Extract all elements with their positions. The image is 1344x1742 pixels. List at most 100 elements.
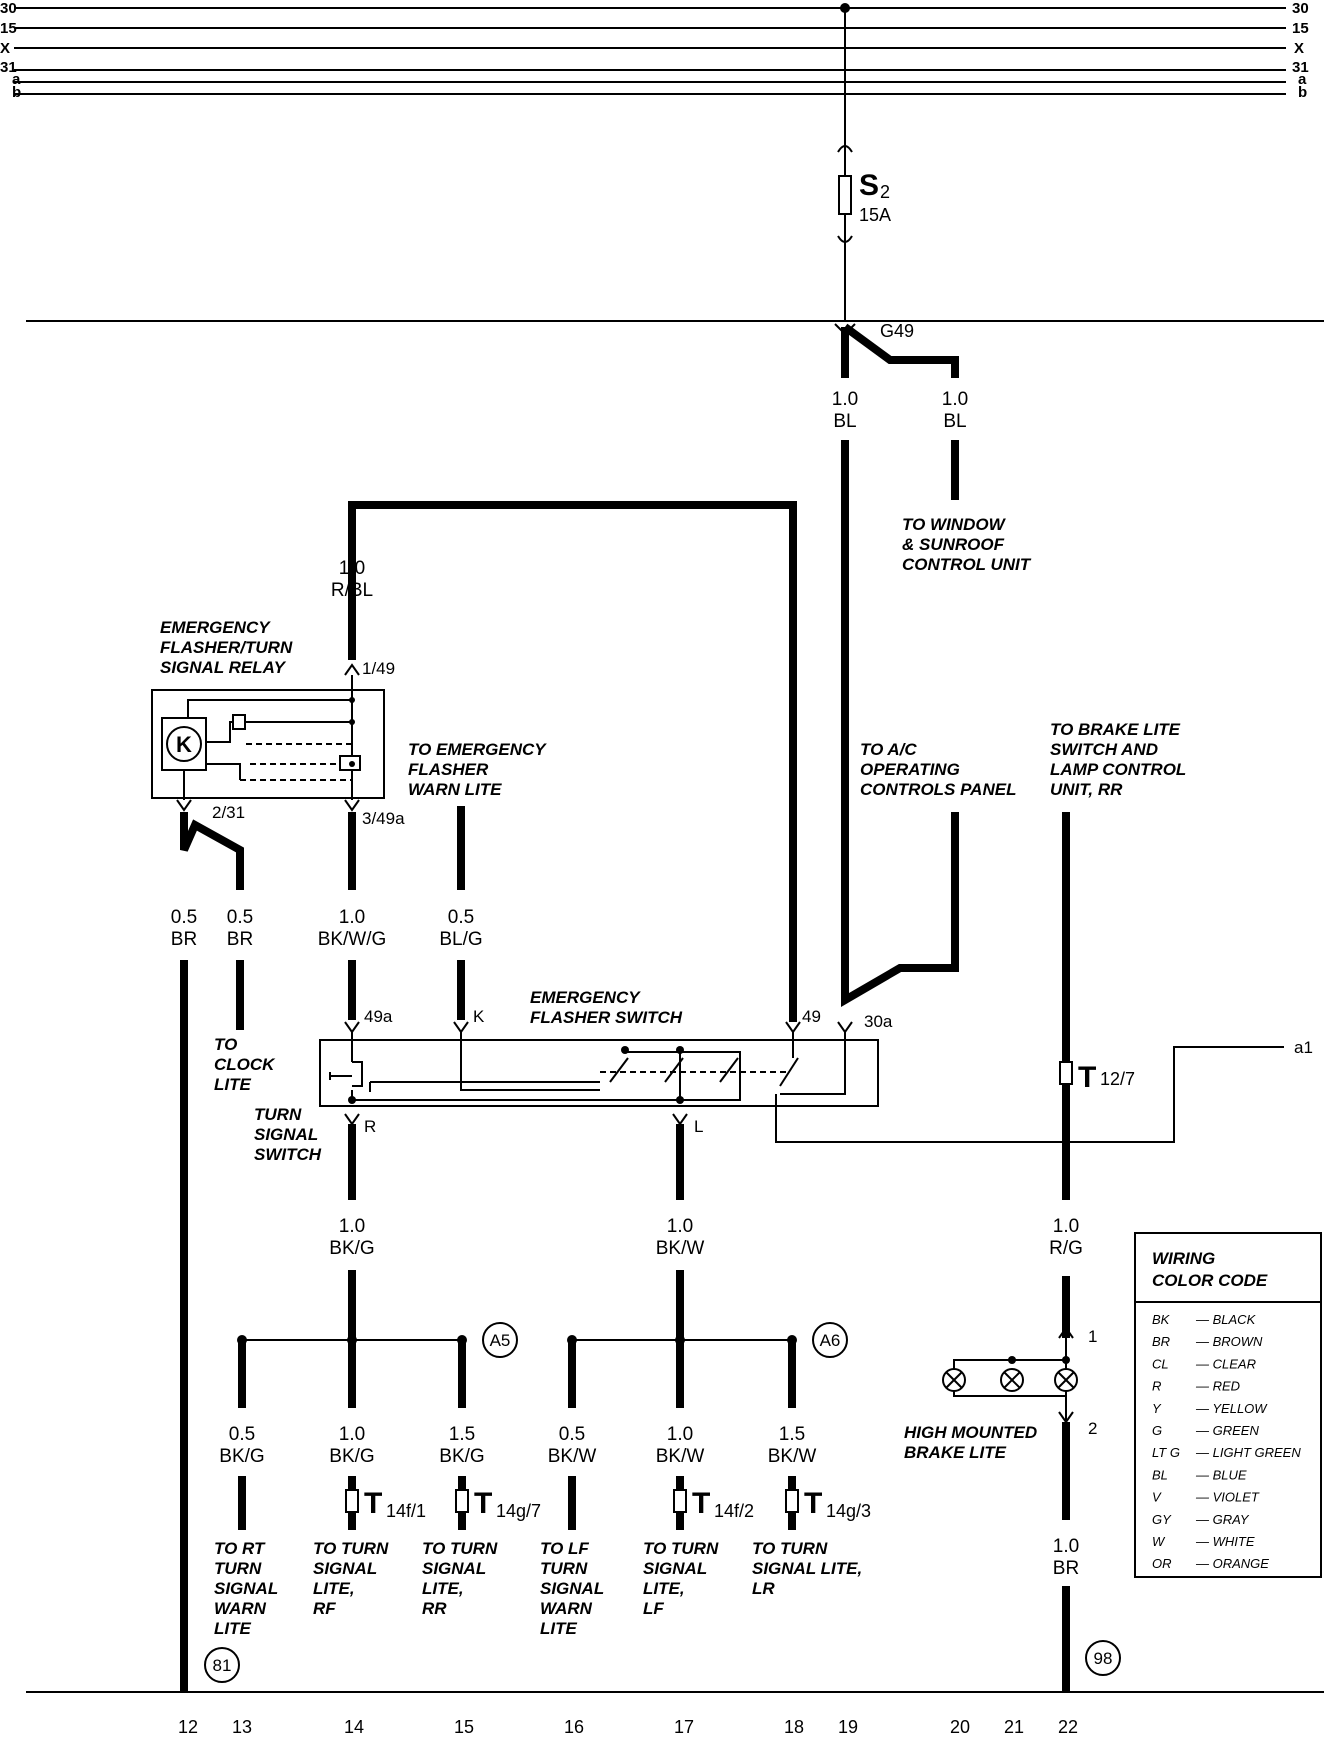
connector-label: T — [1078, 1061, 1096, 1094]
connector-label: 14f/1 — [386, 1501, 426, 1521]
wire-color: BK/W — [656, 1446, 705, 1467]
bus-label: a — [12, 71, 21, 88]
wire-size: 1.5 — [449, 1424, 475, 1445]
wire-size: 0.5 — [448, 907, 474, 928]
svg-text:LF: LF — [643, 1599, 664, 1618]
connector-label: 14f/2 — [714, 1501, 754, 1521]
ref-81 — [204, 1647, 240, 1683]
svg-text:FLASHER: FLASHER — [408, 760, 489, 779]
pin-arrow — [1058, 1326, 1074, 1339]
connector-t14g-7 — [455, 1489, 469, 1513]
svg-text:BRAKE LITE: BRAKE LITE — [904, 1443, 1007, 1462]
svg-text:CONTROLS PANEL: CONTROLS PANEL — [860, 780, 1016, 799]
bus-label: 15 — [1292, 20, 1309, 37]
wire-color: BK/W/G — [318, 929, 387, 950]
wire-color: BK/G — [219, 1446, 264, 1467]
wire-color: BL — [943, 411, 966, 432]
svg-text:TO TURN: TO TURN — [422, 1539, 498, 1558]
legend-code: V — [1152, 1490, 1162, 1505]
note-ac: TO A/C OPERATING CONTROLS PANEL — [860, 740, 1016, 799]
fuse-connector-bottom — [837, 235, 853, 243]
note-rt-warn: TO RT TURN SIGNAL WARN LITE — [214, 1539, 278, 1638]
wire-size: 0.5 — [227, 907, 253, 928]
legend-color-name: — GRAY — [1195, 1512, 1250, 1527]
svg-text:SIGNAL LITE,: SIGNAL LITE, — [752, 1559, 862, 1578]
svg-text:SIGNAL: SIGNAL — [643, 1559, 707, 1578]
pin-label: L — [694, 1117, 703, 1136]
svg-text:LAMP CONTROL: LAMP CONTROL — [1050, 760, 1186, 779]
legend-code: G — [1152, 1423, 1162, 1438]
bus-label: 31 — [0, 59, 17, 76]
bus-label: b — [12, 84, 21, 101]
svg-text:19: 19 — [838, 1717, 858, 1737]
pin-arrow — [344, 663, 360, 676]
legend-color-name: — BLACK — [1195, 1312, 1257, 1327]
bus-label: X — [0, 40, 10, 57]
bus-label: a — [1298, 71, 1307, 88]
ref-label: A6 — [820, 1331, 841, 1350]
wire-size: 1.0 — [667, 1216, 693, 1237]
connector-label: 12/7 — [1100, 1069, 1135, 1089]
column-numbers: 12 13 14 15 16 17 18 19 20 21 22 — [178, 1717, 1078, 1737]
pin-label: R — [364, 1117, 376, 1136]
svg-text:LITE,: LITE, — [313, 1579, 355, 1598]
connector-label: T — [364, 1487, 382, 1520]
pin-arrow — [785, 1021, 801, 1034]
svg-text:TO: TO — [214, 1035, 237, 1054]
wire-color: BK/G — [329, 1238, 374, 1259]
wire-color: R/BL — [331, 580, 373, 601]
svg-text:CONTROL UNIT: CONTROL UNIT — [902, 555, 1032, 574]
svg-text:TO TURN: TO TURN — [752, 1539, 828, 1558]
pin-label: K — [473, 1007, 485, 1026]
fuse-s2-rating: 15A — [859, 205, 891, 225]
g49-label: G49 — [880, 321, 914, 341]
note-lf: TO TURN SIGNAL LITE, LF — [643, 1539, 719, 1618]
svg-text:SWITCH: SWITCH — [254, 1145, 322, 1164]
bus-label: 30 — [0, 0, 17, 17]
bus-label: 31 — [1292, 59, 1309, 76]
legend-color-name: — GREEN — [1195, 1423, 1259, 1438]
legend-code: BL — [1152, 1467, 1168, 1482]
svg-text:SIGNAL: SIGNAL — [254, 1125, 318, 1144]
svg-text:HIGH MOUNTED: HIGH MOUNTED — [904, 1423, 1037, 1442]
svg-text:SIGNAL: SIGNAL — [214, 1579, 278, 1598]
wire-color: BK/G — [329, 1446, 374, 1467]
svg-text:WARN: WARN — [540, 1599, 593, 1618]
svg-text:FLASHER SWITCH: FLASHER SWITCH — [530, 1008, 683, 1027]
svg-text:SIGNAL RELAY: SIGNAL RELAY — [160, 658, 287, 677]
svg-text:SIGNAL: SIGNAL — [422, 1559, 486, 1578]
note-warn-lite: TO EMERGENCY FLASHER WARN LITE — [408, 740, 547, 799]
pin-label: 2/31 — [212, 803, 245, 822]
bus-labels-left: 30 15 X 31 a b — [0, 0, 21, 101]
legend-code: BK — [1152, 1312, 1171, 1327]
svg-text:TO TURN: TO TURN — [643, 1539, 719, 1558]
note-rr: TO TURN SIGNAL LITE, RR — [422, 1539, 498, 1618]
ref-a5 — [482, 1322, 518, 1358]
relay-internals — [183, 675, 361, 800]
pin-label: 3/49a — [362, 809, 405, 828]
svg-text:12: 12 — [178, 1717, 198, 1737]
note-window: TO WINDOW & SUNROOF CONTROL UNIT — [902, 515, 1032, 574]
note-lr: TO TURN SIGNAL LITE, LR — [752, 1539, 862, 1598]
connector-t12-7 — [1059, 1061, 1073, 1085]
fuse-connector-top — [837, 145, 853, 153]
wire-color: BL/G — [439, 929, 482, 950]
svg-text:TURN: TURN — [214, 1559, 262, 1578]
legend-color-name: — BROWN — [1195, 1334, 1263, 1349]
pin-label: 2 — [1088, 1419, 1097, 1438]
note-turn-switch: TURN SIGNAL SWITCH — [254, 1105, 322, 1164]
wire-color: R/G — [1049, 1238, 1083, 1259]
svg-text:LITE: LITE — [214, 1075, 251, 1094]
svg-text:16: 16 — [564, 1717, 584, 1737]
svg-text:SIGNAL: SIGNAL — [313, 1559, 377, 1578]
wire-color: BR — [1053, 1558, 1079, 1579]
note-flasher-switch: EMERGENCY FLASHER SWITCH — [530, 988, 683, 1027]
flasher-switch-internals — [329, 1032, 1284, 1143]
svg-text:TO WINDOW: TO WINDOW — [902, 515, 1007, 534]
wire-size: 1.5 — [779, 1424, 805, 1445]
connector-t14g-3 — [785, 1489, 799, 1513]
legend-code: Y — [1152, 1401, 1162, 1416]
pin-label: a1 — [1294, 1038, 1313, 1057]
